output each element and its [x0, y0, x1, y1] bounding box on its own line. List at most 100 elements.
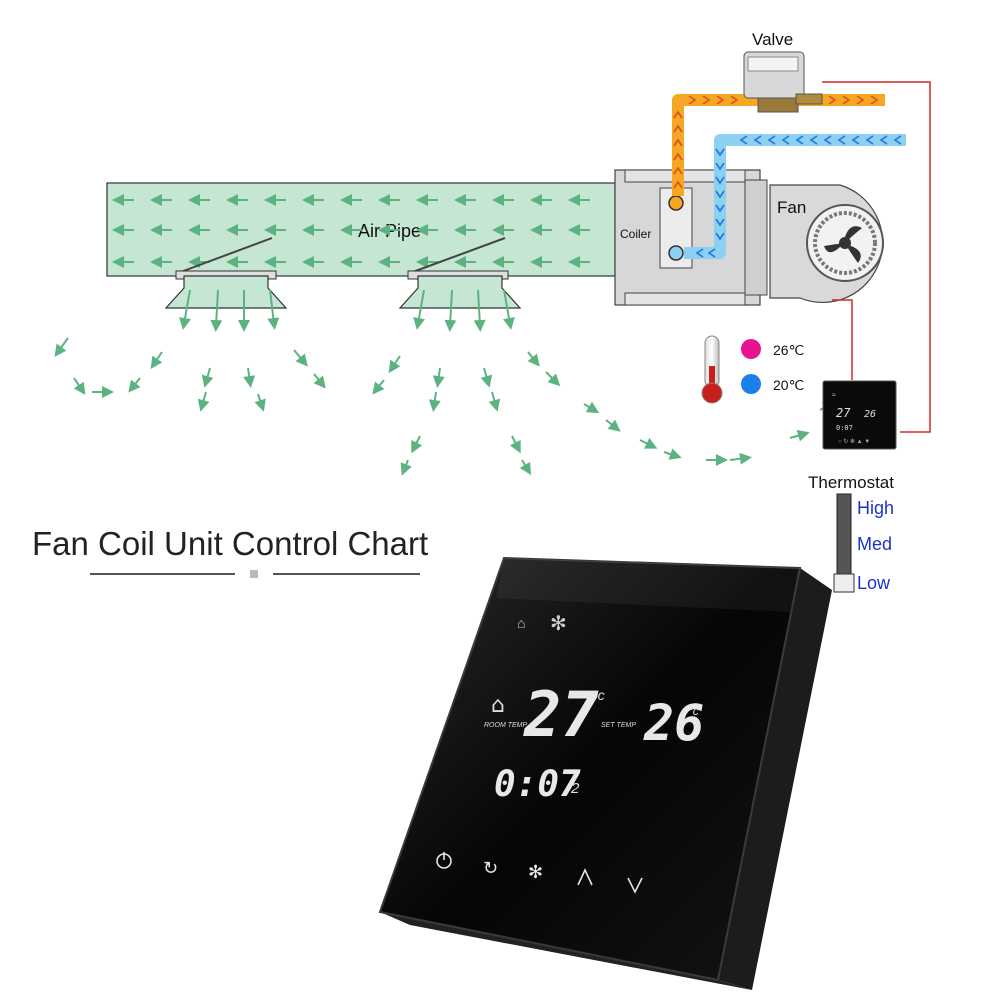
- diffuser-right: [398, 275, 522, 309]
- duct-airflow-arrows: [112, 194, 590, 268]
- coil-unit: [614, 169, 768, 306]
- svg-text:✻: ✻: [528, 862, 543, 883]
- fan-speed-low: Low: [857, 573, 891, 593]
- thermostat-label: Thermostat: [808, 473, 894, 492]
- flow-chevron: [673, 166, 683, 175]
- room-air-arrow: [639, 437, 658, 449]
- room-air-arrow: [197, 391, 210, 412]
- control-wiring: [822, 81, 931, 433]
- room-air-arrow: [254, 393, 266, 412]
- room-air-arrow: [201, 367, 214, 388]
- room-air-arrow: [73, 377, 86, 395]
- cold-temp-dot: [741, 374, 761, 394]
- valve-label: Valve: [752, 30, 793, 49]
- thermometer-icon: [701, 335, 723, 404]
- thermostat-display: ⌂ ✻ ⌂ ROOM TEMP 27 °c SET TEMP 26 °c 0:0…: [484, 611, 704, 805]
- fan-label: Fan: [777, 198, 806, 217]
- fan-speed-button[interactable]: ✻: [528, 862, 543, 883]
- room-air-arrow: [428, 391, 441, 412]
- diffuser-left: [164, 275, 288, 309]
- room-air-arrow: [128, 377, 141, 393]
- hot-temp-dot: [741, 339, 761, 359]
- flow-chevron: [673, 138, 683, 147]
- thermostat-thumbnail: ≈ 27 26 0:07 ○ ↻ ✻ ▲ ▼: [822, 380, 897, 450]
- down-button[interactable]: [627, 877, 643, 894]
- svg-text:↻: ↻: [483, 858, 498, 879]
- flow-chevron: [828, 95, 837, 105]
- fan-speed-high: High: [857, 498, 894, 518]
- flow-chevron: [715, 148, 725, 157]
- flow-chevron: [837, 135, 846, 145]
- room-air-arrow: [663, 448, 682, 460]
- flow-chevron: [865, 135, 874, 145]
- room-air-arrow: [527, 351, 540, 367]
- flow-chevron: [688, 95, 697, 105]
- svg-text:≈: ≈: [832, 392, 836, 399]
- room-air-arrow: [411, 435, 423, 454]
- cold-water-pipe: [684, 134, 906, 259]
- room-air-arrow: [480, 367, 493, 388]
- room-air-arrow: [503, 289, 515, 330]
- room-temp-value: 27: [523, 678, 599, 751]
- flow-chevron: [707, 248, 716, 258]
- cold-connector-icon: [668, 245, 684, 261]
- cold-temp-label: 20℃: [773, 377, 804, 393]
- flow-chevron: [702, 95, 711, 105]
- flow-chevron: [715, 218, 725, 227]
- room-air-arrow: [729, 452, 752, 465]
- flow-chevron: [673, 180, 683, 189]
- home-icon: ⌂: [491, 693, 505, 718]
- flow-chevron: [730, 95, 739, 105]
- room-temp-unit: °c: [592, 687, 605, 703]
- room-air-arrow: [545, 371, 561, 387]
- flow-chevron: [715, 162, 725, 171]
- room-air-arrow: [293, 349, 308, 367]
- flow-chevron: [673, 152, 683, 161]
- coiler-label: Coiler: [620, 227, 651, 241]
- flow-chevron: [753, 135, 762, 145]
- flow-chevron: [879, 135, 888, 145]
- up-button[interactable]: [577, 868, 593, 886]
- room-air-arrow: [413, 289, 425, 330]
- set-temp-label: SET TEMP: [601, 722, 636, 729]
- room-temp-label: ROOM TEMP: [484, 722, 527, 729]
- flow-chevron: [715, 190, 725, 199]
- flow-chevron: [673, 124, 683, 133]
- hot-temp-label: 26℃: [773, 342, 804, 358]
- room-airflow-arrows: [54, 289, 836, 476]
- room-air-arrow: [583, 401, 600, 414]
- flow-chevron: [673, 110, 683, 119]
- flow-chevron: [715, 176, 725, 185]
- power-button[interactable]: [436, 852, 452, 869]
- room-air-arrow: [519, 459, 532, 476]
- flow-chevron: [842, 95, 851, 105]
- room-air-arrow: [243, 367, 256, 388]
- flow-chevron: [716, 95, 725, 105]
- mode-icon: ⌂ ✻: [517, 611, 567, 635]
- room-air-arrow: [210, 289, 223, 332]
- title-divider: [90, 570, 420, 578]
- thermostat-panel: [378, 556, 832, 990]
- room-air-arrow: [388, 355, 401, 373]
- svg-text:✻: ✻: [550, 611, 567, 635]
- set-temp-value: 26: [643, 694, 704, 752]
- room-air-arrow: [267, 289, 280, 330]
- flow-chevron: [856, 95, 865, 105]
- flow-chevron: [851, 135, 860, 145]
- flow-chevron: [695, 248, 704, 258]
- flow-chevron: [823, 135, 832, 145]
- mode-button[interactable]: ↻: [483, 858, 498, 879]
- svg-text:○ ↻ ✻ ▲ ▼: ○ ↻ ✻ ▲ ▼: [838, 438, 870, 445]
- set-temp-unit: °c: [688, 704, 699, 718]
- fan-speed-switch: [833, 493, 855, 593]
- room-air-arrow: [509, 435, 521, 454]
- room-air-arrow: [789, 429, 810, 442]
- valve-icon: [743, 51, 823, 113]
- flow-chevron: [781, 135, 790, 145]
- day-display: 2: [570, 780, 580, 797]
- flow-chevron: [870, 95, 879, 105]
- room-air-arrow: [372, 379, 385, 395]
- room-air-arrow: [488, 391, 501, 412]
- flow-chevron: [715, 204, 725, 213]
